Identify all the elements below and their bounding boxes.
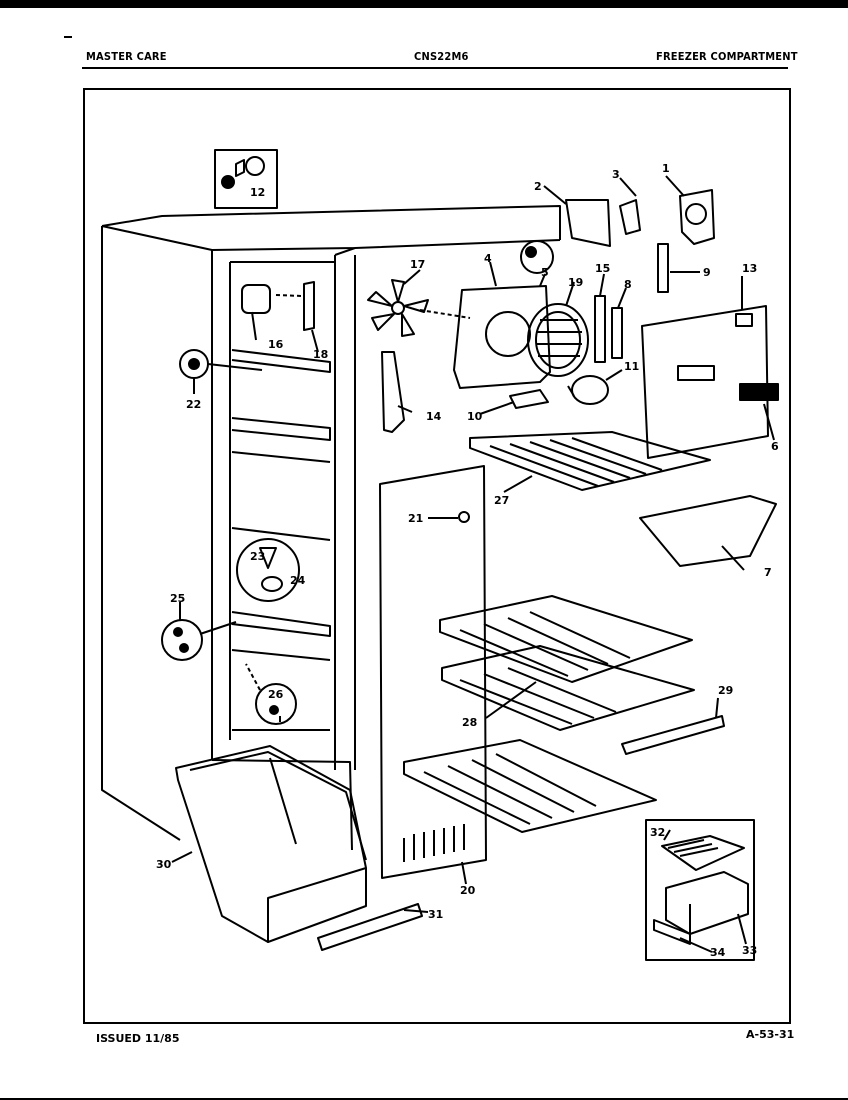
part-9 (657, 243, 669, 293)
part-17-fan (367, 279, 429, 337)
part-27-shelf (469, 431, 711, 491)
shelf-rail-1 (231, 349, 331, 373)
parts-23-24 (236, 538, 300, 602)
part-5 (520, 240, 554, 274)
part-33-bin (665, 871, 749, 935)
callout-6: 6 (771, 440, 779, 453)
mullion (334, 247, 356, 770)
callout-29: 29 (718, 684, 733, 697)
part-25 (161, 619, 203, 661)
shelf-rail-3 (231, 451, 331, 463)
part-32-tray (661, 835, 745, 871)
part-2 (565, 199, 611, 247)
header-brand: MASTER CARE (86, 50, 167, 63)
callout-31: 31 (428, 908, 443, 921)
inset-box (645, 819, 755, 961)
callout-13: 13 (742, 262, 757, 275)
part-4 (453, 285, 551, 389)
header-section: FREEZER COMPARTMENT (656, 50, 798, 63)
top-bar (0, 0, 848, 8)
callout-18: 18 (313, 348, 328, 361)
callout-14: 14 (426, 410, 442, 423)
callout-10: 10 (467, 410, 483, 423)
callout-1: 1 (662, 162, 670, 175)
part-10 (509, 389, 549, 409)
callout-27: 27 (494, 494, 509, 507)
part-3 (619, 199, 641, 235)
part-21 (458, 511, 470, 523)
header-rule (82, 67, 788, 69)
diagram-frame (83, 88, 791, 1024)
part-28-shelf-bottom (403, 739, 657, 833)
callout-34: 34 (710, 946, 726, 959)
part-12-box (214, 149, 278, 209)
part-19-grille (527, 303, 589, 377)
part-16 (241, 284, 271, 314)
callout-19: 19 (568, 276, 583, 289)
part-30-bin (175, 745, 367, 943)
callout-30: 30 (156, 858, 172, 871)
part-13-panel (641, 305, 769, 459)
part-14 (381, 351, 405, 433)
part-6 (739, 383, 779, 401)
part-31-strip (317, 903, 423, 951)
callout-7: 7 (764, 566, 772, 579)
callout-20: 20 (460, 884, 476, 897)
callout-5: 5 (541, 266, 549, 279)
callout-4: 4 (484, 252, 492, 265)
callout-25: 25 (170, 592, 185, 605)
part-26 (255, 683, 297, 725)
callout-9: 9 (703, 266, 711, 279)
part-11-bulb (571, 375, 609, 405)
callout-32: 32 (650, 826, 665, 839)
shelf-rail-5 (231, 611, 331, 637)
callout-11: 11 (624, 360, 639, 373)
part-28-shelf-upper (439, 595, 693, 683)
callout-2: 2 (534, 180, 542, 193)
header-model: CNS22M6 (414, 50, 469, 63)
callout-8: 8 (624, 278, 632, 291)
bottom-rule (0, 1098, 848, 1100)
shelf-rail-4 (231, 527, 331, 541)
cabinet-shell (101, 205, 561, 841)
part-34 (653, 919, 691, 945)
callout-15: 15 (595, 262, 610, 275)
part-1 (679, 189, 715, 245)
part-12-knob (221, 175, 235, 189)
part-28-shelf-lower (441, 645, 695, 731)
callout-28: 28 (462, 716, 477, 729)
corner-mark (64, 36, 72, 38)
footer-issued: ISSUED 11/85 (96, 1032, 180, 1045)
callout-22: 22 (186, 398, 201, 411)
callout-16: 16 (268, 338, 284, 351)
part-7-bin (639, 495, 777, 567)
part-29-strip (621, 715, 725, 755)
callout-24: 24 (290, 574, 306, 587)
callout-labels: 1 2 3 4 5 6 7 8 9 10 11 12 13 14 15 16 1… (156, 162, 779, 959)
callout-23: 23 (250, 550, 265, 563)
shelf-rail-2 (231, 417, 331, 441)
callout-12: 12 (250, 186, 265, 199)
part-20-panel (379, 465, 487, 879)
footer-page-code: A-53-31 (746, 1028, 795, 1041)
part-18 (303, 281, 315, 331)
callout-33: 33 (742, 944, 757, 957)
callout-21: 21 (408, 512, 423, 525)
part-8 (611, 307, 623, 359)
callout-17: 17 (410, 258, 425, 271)
callout-26: 26 (268, 688, 284, 701)
part-15 (594, 295, 606, 363)
callout-3: 3 (612, 168, 620, 181)
